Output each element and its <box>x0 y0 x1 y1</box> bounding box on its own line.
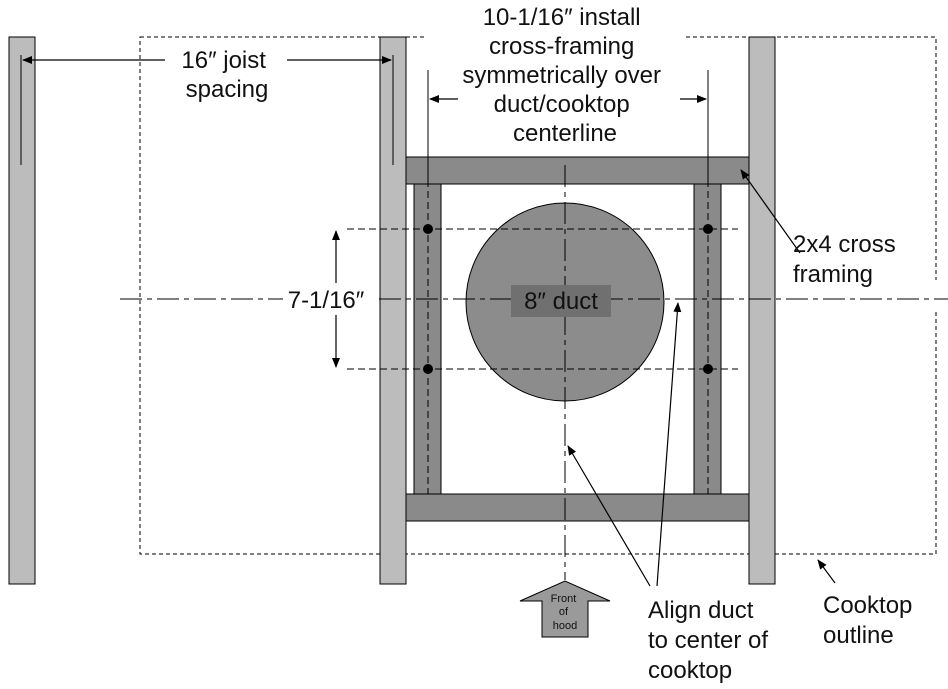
duct-label: 8″ duct <box>524 288 598 315</box>
joist-left <box>8 36 36 585</box>
cooktop-outline-label: Cooktop outline <box>823 592 919 649</box>
bolt-dot <box>423 224 433 234</box>
cross-framing-bottom <box>405 493 750 522</box>
bolt-dot <box>703 224 713 234</box>
align-duct-leader-right <box>656 302 682 587</box>
vertical-dim-label: 7-1/16″ <box>288 287 365 314</box>
front-of-hood-label: Front of hood <box>551 593 580 632</box>
cooktop-outline-leader <box>817 559 836 584</box>
joist-spacing-label: 16″ joist spacing <box>181 47 272 103</box>
outline-mask-right <box>905 280 945 310</box>
bolt-dot <box>703 364 713 374</box>
front-of-hood-arrow-icon <box>519 580 611 638</box>
align-duct-label: Align duct to center of cooktop <box>648 597 775 684</box>
vertical-dim-mask <box>283 284 377 314</box>
cross-framing-leader <box>740 169 801 254</box>
joist-right <box>748 36 776 585</box>
bolt-dot <box>423 364 433 374</box>
outline-mask-top-center <box>425 30 683 44</box>
cross-framing-top <box>405 156 750 185</box>
cross-framing-label: 2x4 cross framing <box>793 231 902 288</box>
align-duct-leader-left <box>567 445 651 587</box>
duct-label-bg <box>511 285 611 317</box>
cooktop-outline <box>139 36 937 555</box>
cross-framing-install-label: 10-1/16″ install cross-framing symmetric… <box>462 4 667 147</box>
